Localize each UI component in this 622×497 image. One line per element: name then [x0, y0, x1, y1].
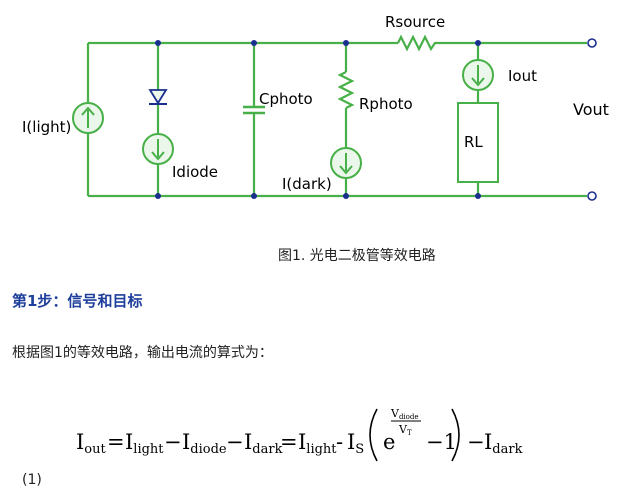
label-i-out: Iout: [508, 67, 537, 85]
rphoto-resistor: [337, 71, 355, 109]
label-i-light: I(light): [22, 118, 71, 136]
eq-i-diode: Idiode: [182, 430, 227, 457]
equation-number: (1): [22, 472, 42, 488]
photodiode-equivalent-circuit: I(light) Idiode Cphoto Rphoto I(dark) Rs…: [22, 13, 609, 201]
node-bottom-346: [343, 193, 349, 199]
eq-minus-1: −: [164, 430, 182, 454]
node-top-254: [251, 40, 257, 46]
eq-minus-3: −: [467, 430, 485, 454]
node-top-346: [343, 40, 349, 46]
eq-i-dark-2: Idark: [484, 430, 523, 457]
capacitor-symbol: [243, 105, 265, 115]
label-i-diode: Idiode: [172, 163, 218, 181]
eq-i-s: IS: [347, 430, 364, 457]
eq-exp-denominator: VT: [398, 423, 412, 437]
eq-minus-one: −1: [426, 430, 457, 454]
photodiode-symbol: [148, 89, 168, 105]
paragraph-text: 根据图1的等效电路，输出电流的算式为：: [12, 345, 273, 361]
label-r-photo: Rphoto: [359, 95, 413, 113]
eq-i-out: Iout: [76, 430, 106, 457]
eq-exp-numerator: Vdiode: [390, 407, 419, 421]
i-out-source: [462, 59, 494, 91]
terminal-top: [587, 38, 597, 48]
figure-caption: 图1. 光电二极管等效电路: [278, 248, 436, 264]
label-c-photo: Cphoto: [259, 90, 313, 108]
node-top-478: [475, 40, 481, 46]
i-light-source: [72, 102, 104, 134]
label-r-source: Rsource: [385, 13, 445, 31]
eq-equals-2: =: [280, 430, 298, 454]
eq-e: e: [383, 430, 395, 454]
output-terminals: [587, 38, 597, 201]
eq-i-dark-1: Idark: [244, 430, 283, 457]
eq-i-light-2: Ilight: [298, 430, 337, 457]
step-heading: 第1步：信号和目标: [12, 292, 143, 310]
eq-minus-2: −: [226, 430, 244, 454]
eq-left-paren: [369, 408, 378, 462]
node-bottom-158: [155, 193, 161, 199]
node-top-158: [155, 40, 161, 46]
eq-i-light-1: Ilight: [125, 430, 164, 457]
junction-nodes: [155, 40, 481, 199]
eq-right-paren: [451, 408, 460, 462]
eq-minus-s: -: [336, 430, 343, 454]
label-v-out: Vout: [573, 100, 609, 119]
label-rl: RL: [464, 133, 483, 151]
node-bottom-478: [475, 193, 481, 199]
i-dark-source: [330, 147, 362, 179]
i-diode-source: [142, 133, 174, 165]
terminal-bottom: [587, 191, 597, 201]
rsource-resistor: [397, 34, 438, 52]
output-current-equation: Iout = Ilight − Idiode − Idark = Ilight …: [76, 407, 523, 462]
eq-equals-1: =: [107, 430, 125, 454]
rl-load-box: [457, 102, 499, 183]
label-i-dark: I(dark): [282, 175, 332, 193]
node-bottom-254: [251, 193, 257, 199]
